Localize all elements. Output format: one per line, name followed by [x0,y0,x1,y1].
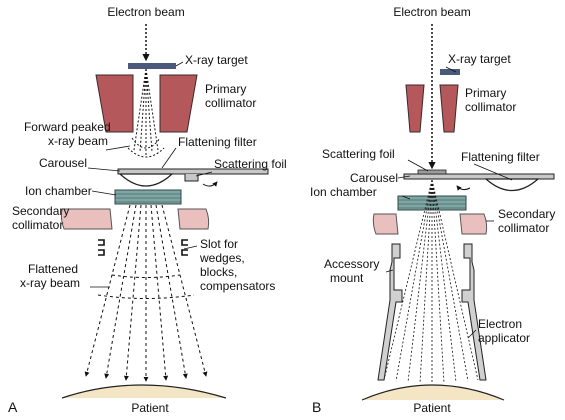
forward-peaked-label-a: Forward peaked x-ray beam [24,120,114,148]
primary-collimator-left-b [405,84,425,133]
slot-right-a [181,239,188,256]
panel-letter-a: A [8,399,18,415]
scattering-foil-label-b: Scattering foil [322,147,395,161]
secondary-collimator-left-b [372,213,399,235]
carousel-rotation-arrow-b [456,185,471,191]
carousel-label-b: Carousel [350,171,398,185]
patient-label-a: Patient [131,401,169,415]
primary-collimator-label-a: Primary collimator [205,82,256,110]
primary-collimator-left-a [95,74,134,133]
slot-label-a: Slot for wedges, blocks, compensators [199,237,275,293]
scattering-foil-b [417,169,447,175]
panel-letter-b: B [312,399,321,415]
ion-chamber-a [114,189,182,205]
xray-target-label-a: X-ray target [185,53,248,67]
secondary-collimator-label-b: Secondary collimator [498,207,559,235]
electron-applicator-right-b [461,243,487,381]
patient-label-b: Patient [413,401,451,415]
secondary-collimator-left-a [60,208,113,230]
xray-target-a [128,63,176,69]
slot-left-a [98,239,105,256]
patient-surface-a [61,384,227,399]
scattering-foil-label-a: Scattering foil [214,157,287,171]
patient-surface-b [361,384,505,401]
primary-collimator-label-b: Primary collimator [465,86,516,114]
primary-collimator-right-a [159,74,198,133]
primary-collimator-right-b [439,84,459,133]
flattened-beam-label-a: Flattened x-ray beam [20,262,81,290]
secondary-collimator-right-a [177,208,210,230]
accessory-mount-label-b: Accessory mount [324,257,383,285]
flattening-filter-a [118,173,174,187]
xray-target-b [440,69,460,75]
flattening-filter-b [484,178,540,192]
electron-beam-label-a: Electron beam [107,5,184,19]
flattened-beam-a [84,204,208,382]
carousel-rotation-arrow-a [202,181,218,187]
flattening-filter-label-a: Flattening filter [178,135,257,149]
panel-b: Electron beam X-ray target Primary colli… [310,5,559,415]
panel-a: Electron beam X-ray target Primary colli… [8,5,287,415]
scattering-foil-a [184,174,199,182]
secondary-collimator-label-a: Secondary collimator [12,204,73,232]
xray-target-label-b: X-ray target [448,52,511,66]
electron-applicator-left-b [377,243,403,381]
flattening-filter-label-b: Flattening filter [461,150,540,164]
ion-chamber-label-a: Ion chamber [25,184,92,198]
ion-chamber-label-b: Ion chamber [310,185,377,199]
carousel-label-a: Carousel [39,156,87,170]
secondary-collimator-right-b [459,213,488,235]
carousel-b [403,173,555,180]
electron-applicator-label-b: Electron applicator [478,317,530,345]
electron-beam-label-b: Electron beam [393,5,470,19]
electron-scatter-b [383,179,479,384]
forward-peaked-beam-a [127,68,165,158]
